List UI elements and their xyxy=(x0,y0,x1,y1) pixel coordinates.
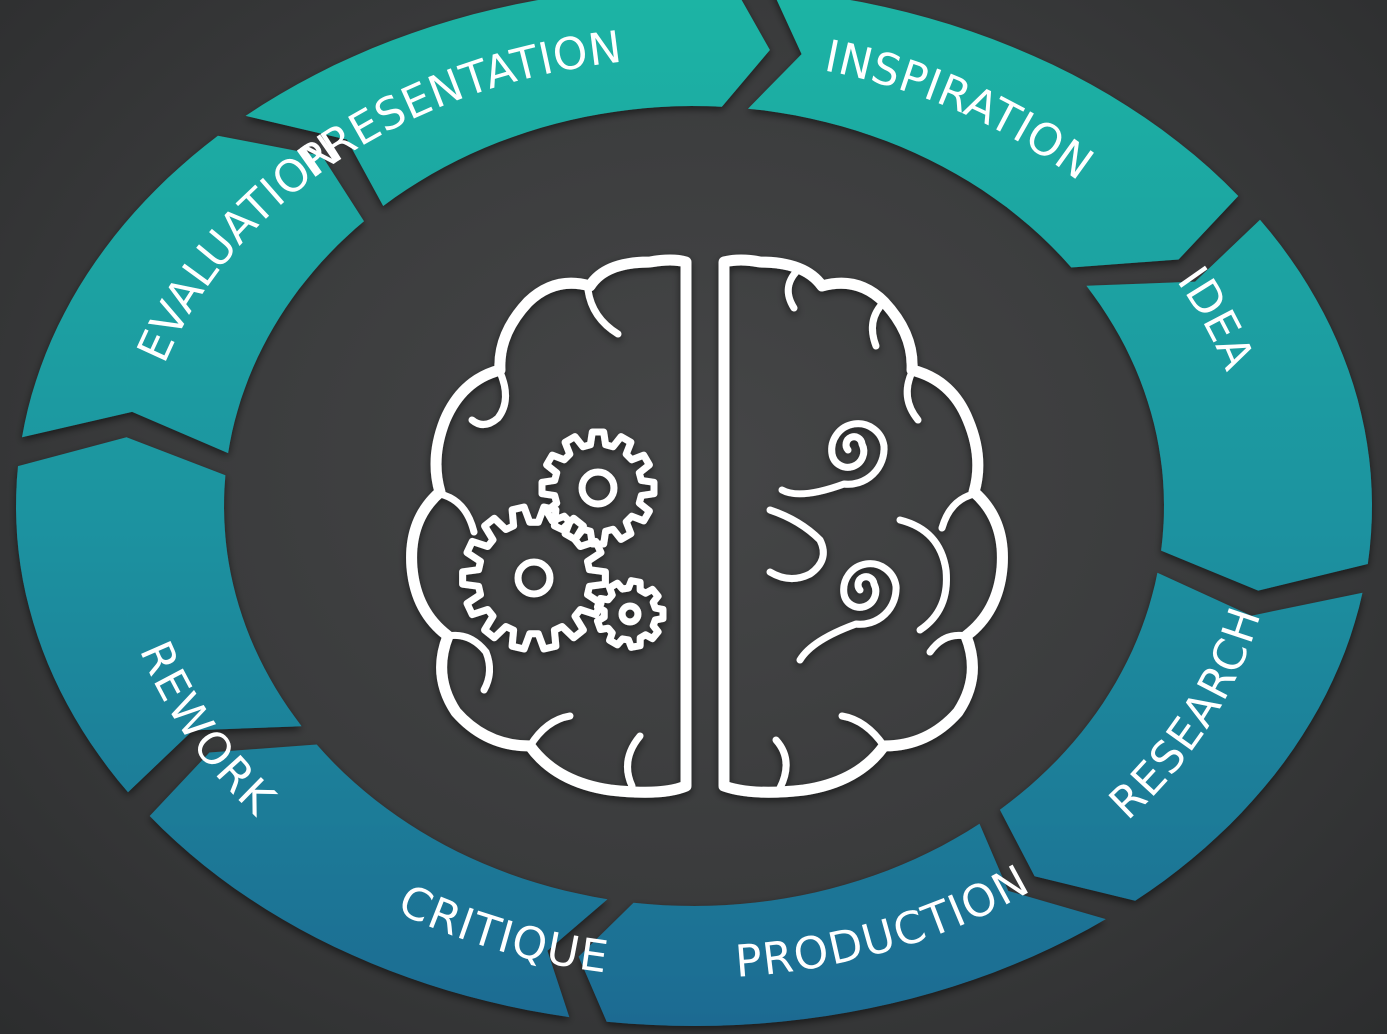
gear-large-top-hub xyxy=(578,468,618,508)
gear-small xyxy=(594,577,667,651)
gears-icon xyxy=(459,428,667,653)
gear-small-hub xyxy=(618,602,642,626)
cycle-ring xyxy=(16,0,1372,1026)
arrow-segment-idea xyxy=(1086,219,1372,591)
gear-large-top xyxy=(538,428,658,548)
arrow-segment-research xyxy=(999,572,1363,901)
arrow-segment-presentation xyxy=(245,0,770,206)
brain-gears-swirls-icon xyxy=(406,254,1008,798)
swirl-icon xyxy=(766,420,950,664)
arrow-segment-production xyxy=(578,823,1106,1026)
arrow-segment-critique xyxy=(149,744,608,1018)
arrow-segment-inspiration xyxy=(748,0,1239,268)
gear-large-bottom-hub xyxy=(514,558,554,598)
arrow-segment-rework xyxy=(16,437,302,793)
gear-large-bottom xyxy=(459,503,609,653)
arrow-segment-evaluation xyxy=(22,135,364,454)
